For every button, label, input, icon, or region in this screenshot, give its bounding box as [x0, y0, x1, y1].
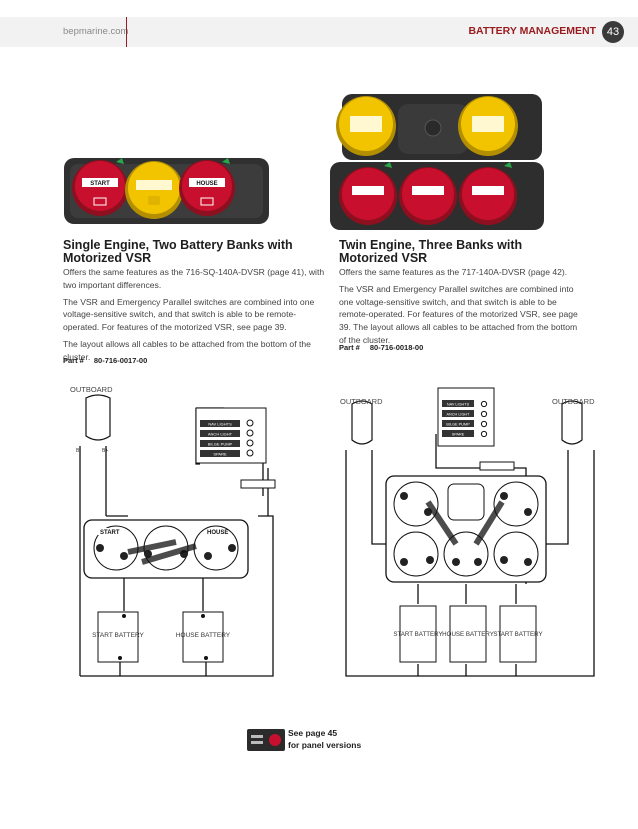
product-label-house: HOUSE — [196, 181, 217, 187]
panel-label: SPARE — [452, 433, 465, 437]
product-image-single-engine: START HOUSE — [64, 158, 269, 224]
start-battery-icon — [97, 611, 139, 663]
engine-label: OUTBOARD — [70, 385, 113, 394]
battery-label: HOUSE BATTERY — [442, 631, 494, 638]
see-page-text: See page 45 for panel versions — [288, 727, 418, 751]
header-divider — [126, 17, 127, 47]
panel-label: ANCH LIGHT — [447, 413, 471, 417]
svg-text:B-: B- — [76, 448, 81, 454]
panel-label: BILGE PUMP — [208, 442, 233, 447]
panel-label: BILGE PUMP — [446, 423, 470, 427]
switch-label-house: HOUSE — [207, 530, 228, 536]
page-number: 43 — [602, 21, 624, 43]
house-battery-icon — [182, 611, 224, 663]
see-page-line[interactable]: See page 45 — [288, 728, 338, 738]
wiring-diagram-single-engine: OUTBOARD B- B+ NAV LIGHTS ANCH LIGHT BIL… — [70, 385, 276, 677]
battery-label: START BATTERY — [493, 631, 542, 638]
right-part-number: Part # 80-716-0018-00 — [339, 343, 433, 352]
outboard-motor-icon — [351, 400, 373, 445]
left-part-number: Part # 80-716-0017-00 — [63, 356, 157, 365]
svg-text:B+: B+ — [102, 448, 108, 454]
battery-label-start: START BATTERY — [92, 632, 144, 639]
left-description: Offers the same features as the 716-SQ-1… — [63, 266, 325, 368]
left-paragraph: Offers the same features as the 716-SQ-1… — [63, 267, 325, 290]
site-url[interactable]: bepmarine.com — [63, 26, 129, 37]
panel-label: ANCH LIGHT — [208, 432, 233, 437]
panel-label: NAV LIGHTS — [447, 403, 470, 407]
left-title: Single Engine, Two Battery Banks with Mo… — [63, 238, 293, 265]
right-title: Twin Engine, Three Banks with Motorized … — [339, 238, 523, 265]
left-paragraph: The VSR and Emergency Parallel switches … — [63, 296, 315, 333]
switch-label-start: START — [100, 530, 120, 536]
part-label: Part # — [63, 356, 84, 365]
start-battery-icon — [399, 605, 437, 663]
part-value: 80-716-0017-00 — [93, 356, 148, 365]
part-label: Part # — [339, 343, 360, 352]
page-header: bepmarine.com BATTERY MANAGEMENT 43 — [0, 17, 638, 47]
section-title: BATTERY MANAGEMENT — [468, 25, 596, 37]
start-battery-icon — [499, 605, 537, 663]
panel-label: SPARE — [213, 452, 227, 457]
see-page-line: for panel versions — [288, 740, 362, 750]
house-battery-icon — [449, 605, 487, 663]
right-paragraph: The VSR and Emergency Parallel switches … — [339, 283, 578, 345]
product-image-twin-engine — [330, 94, 544, 230]
engine-label-left: OUTBOARD — [340, 397, 383, 406]
right-paragraph: Offers the same features as the 717-140A… — [339, 267, 568, 277]
outboard-motor-icon — [85, 394, 111, 441]
panel-label: NAV LIGHTS — [208, 422, 232, 427]
engine-label-right: OUTBOARD — [552, 397, 595, 406]
outboard-motor-icon — [561, 400, 583, 445]
part-value: 80-716-0018-00 — [369, 343, 424, 352]
right-description: Offers the same features as the 717-140A… — [339, 266, 579, 351]
battery-label: START BATTERY — [393, 631, 442, 638]
left-paragraph: The layout allows all cables to be attac… — [63, 338, 311, 362]
panel-thumbnail-icon — [247, 729, 285, 751]
product-label-start: START — [90, 181, 110, 187]
battery-label-house: HOUSE BATTERY — [176, 632, 231, 639]
wiring-diagram-twin-engine: OUTBOARD OUTBOARD NAV LIGHTS ANCH LIGHT … — [340, 387, 595, 677]
